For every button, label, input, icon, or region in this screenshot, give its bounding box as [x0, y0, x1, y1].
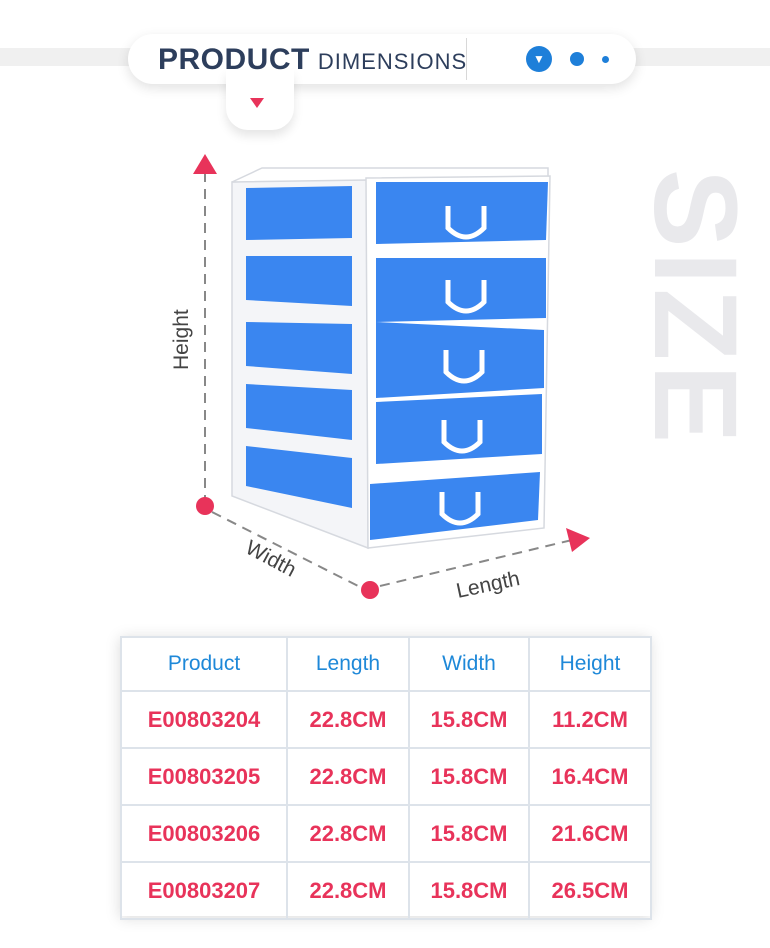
length-cell: 22.8CM [286, 747, 410, 806]
drawer-cabinet [231, 167, 551, 550]
title-bold: PRODUCT [158, 43, 310, 76]
width-cell: 15.8CM [408, 804, 530, 863]
height-label: Height [170, 309, 193, 370]
width-cell: 15.8CM [408, 861, 530, 920]
header-divider [466, 38, 467, 80]
down-arrow-icon [250, 98, 264, 108]
length-label: Length [454, 567, 522, 603]
column-header-length: Length [286, 636, 410, 692]
table-row: E00803205 22.8CM 15.8CM 16.4CM [120, 747, 652, 806]
height-arrow-icon [193, 154, 217, 174]
drawer [376, 182, 548, 244]
corner-dot-icon [361, 581, 379, 599]
length-cell: 22.8CM [286, 804, 410, 863]
dimensions-table: Product Length Width Height E00803204 22… [120, 636, 652, 920]
length-cell: 22.8CM [286, 690, 410, 749]
table-row: E00803207 22.8CM 15.8CM 26.5CM [120, 861, 652, 920]
height-cell: 21.6CM [528, 804, 652, 863]
drawer [376, 394, 542, 464]
width-axis-line [211, 511, 363, 589]
height-cell: 26.5CM [528, 861, 652, 920]
product-code-cell: E00803206 [120, 804, 288, 863]
width-label: Width [242, 536, 300, 582]
corner-dot-icon [196, 497, 214, 515]
table-row: E00803204 22.8CM 15.8CM 11.2CM [120, 690, 652, 749]
length-arrow-icon [566, 528, 590, 552]
column-header-product: Product [120, 636, 288, 692]
height-cell: 11.2CM [528, 690, 652, 749]
height-cell: 16.4CM [528, 747, 652, 806]
drawer [376, 322, 544, 398]
drawer [370, 472, 540, 540]
product-code-cell: E00803207 [120, 861, 288, 920]
pager-dot-small-icon [602, 56, 609, 63]
column-header-height: Height [528, 636, 652, 692]
width-cell: 15.8CM [408, 747, 530, 806]
drawer [376, 258, 546, 322]
product-code-cell: E00803205 [120, 747, 288, 806]
title-light: DIMENSIONS [317, 49, 468, 74]
table-row: E00803206 22.8CM 15.8CM 21.6CM [120, 804, 652, 863]
column-header-width: Width [408, 636, 530, 692]
width-cell: 15.8CM [408, 690, 530, 749]
product-dimension-diagram: Height Width Length [170, 154, 590, 603]
chevron-down-icon: ▼ [526, 46, 552, 72]
page-title: PRODUCT DIMENSIONS [158, 42, 467, 80]
length-cell: 22.8CM [286, 861, 410, 920]
pager-dot-icon [570, 52, 584, 66]
product-code-cell: E00803204 [120, 690, 288, 749]
